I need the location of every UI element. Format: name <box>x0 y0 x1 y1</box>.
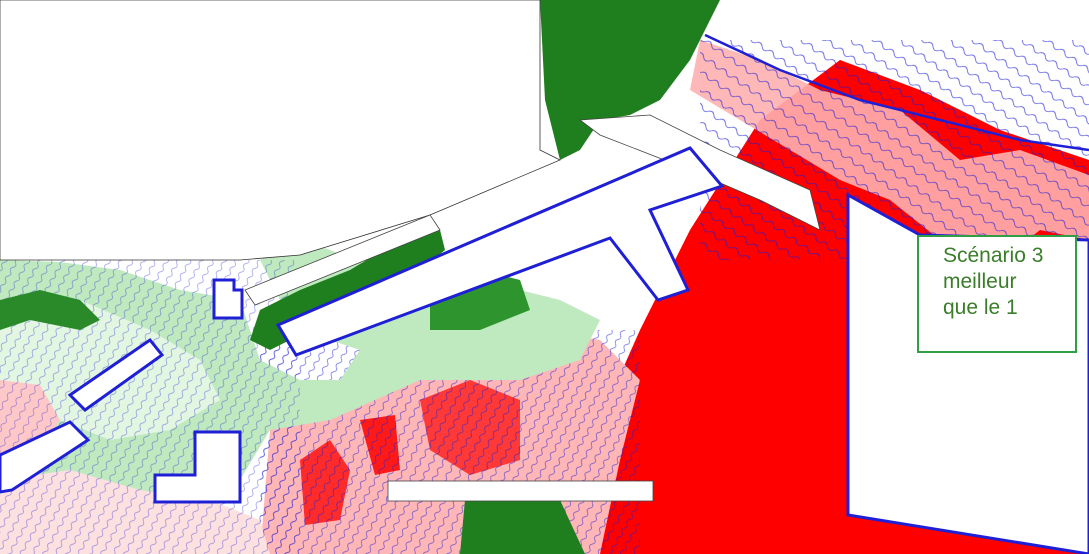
building-runway-strip <box>275 146 725 357</box>
annotation-line-2: meilleur <box>943 270 1017 293</box>
building-l-shape <box>153 430 242 504</box>
annotation-box: Scénario 3 meilleur que le 1 <box>917 235 1077 353</box>
zone-dark-green-bottom <box>460 500 585 554</box>
building-diag-left-1 <box>67 337 165 412</box>
building-diag-left-2 <box>0 420 91 494</box>
building-wing-upper <box>244 214 441 306</box>
building-small-box <box>212 278 244 320</box>
building-bottom-bar <box>387 480 654 502</box>
annotation-line-3: que le 1 <box>943 296 1018 319</box>
boundary-line-top-right <box>704 33 1089 152</box>
annotation-line-1: Scénario 3 <box>943 244 1044 267</box>
zone-dark-green-left <box>0 290 100 330</box>
